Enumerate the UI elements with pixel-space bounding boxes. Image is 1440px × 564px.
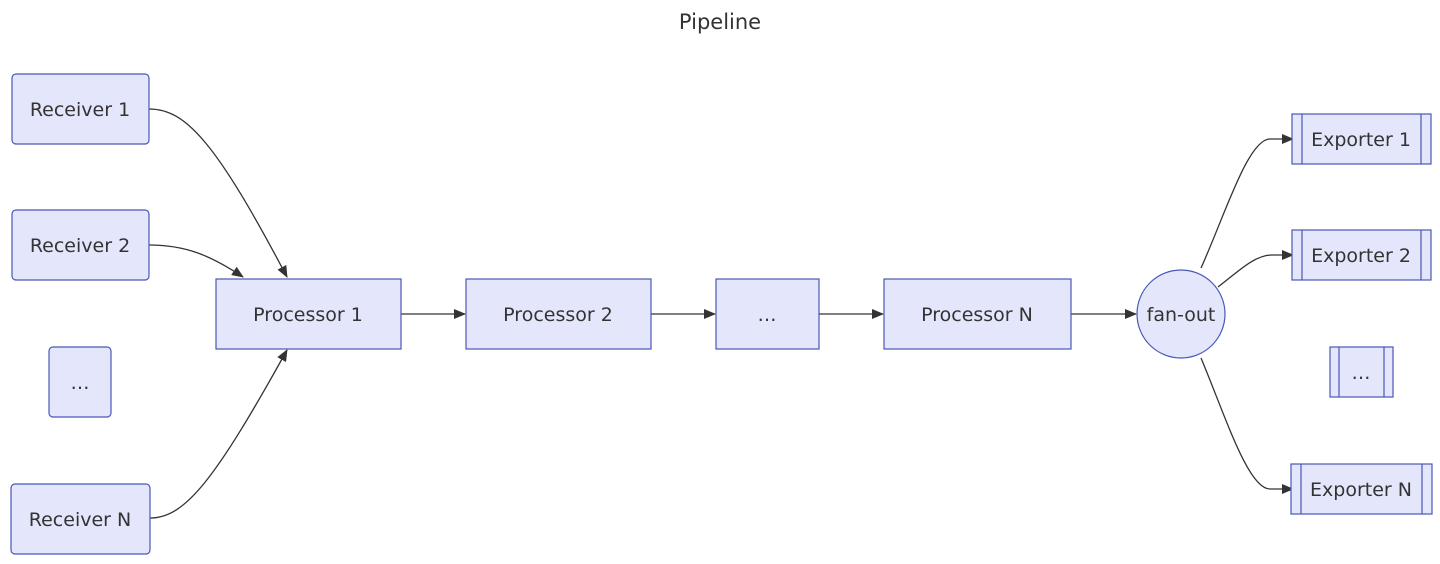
processor-node-1: Processor 1 bbox=[215, 278, 402, 350]
exporter-label: Exporter 1 bbox=[1311, 129, 1411, 151]
receiver-node-n: Receiver N bbox=[10, 483, 151, 555]
fan-out-label: fan-out bbox=[1147, 304, 1216, 326]
edge-fan-out-to-exporter-1 bbox=[1200, 134, 1294, 269]
receiver-node-2: Receiver 2 bbox=[11, 209, 150, 281]
edge-receiver-1-to-processor-1 bbox=[148, 108, 288, 278]
receiver-label: Receiver 1 bbox=[30, 99, 130, 121]
edge-receiver-n-to-processor-1 bbox=[149, 349, 288, 519]
exporter-node-1: Exporter 1 bbox=[1291, 113, 1432, 165]
processor-node-n: Processor N bbox=[883, 278, 1072, 350]
exporter-node-n: Exporter N bbox=[1290, 463, 1433, 515]
processor-node-2: Processor 2 bbox=[465, 278, 652, 350]
exporter-node-2: Exporter 2 bbox=[1291, 229, 1432, 281]
edge-fan-out-to-exporter-2 bbox=[1217, 250, 1294, 288]
edges bbox=[148, 108, 1294, 519]
processor-node-ellipsis: … bbox=[715, 278, 820, 350]
receiver-label: … bbox=[71, 372, 90, 394]
fan-out-node: fan-out bbox=[1136, 269, 1226, 359]
exporter-label: … bbox=[1352, 362, 1371, 384]
edge-fan-out-to-exporter-n bbox=[1200, 357, 1294, 494]
receiver-node-1: Receiver 1 bbox=[11, 73, 150, 145]
processor-label: Processor 2 bbox=[503, 304, 613, 326]
processor-label: Processor 1 bbox=[253, 304, 363, 326]
edge-receiver-2-to-processor-1 bbox=[148, 244, 244, 278]
exporter-label: Exporter 2 bbox=[1311, 245, 1411, 267]
processor-label: … bbox=[758, 304, 777, 326]
receiver-node-ellipsis: … bbox=[48, 346, 112, 418]
receiver-label: Receiver N bbox=[29, 509, 131, 531]
processor-label: Processor N bbox=[921, 304, 1033, 326]
exporter-node-ellipsis: … bbox=[1329, 346, 1394, 398]
exporter-label: Exporter N bbox=[1310, 479, 1412, 501]
diagram-title: Pipeline bbox=[679, 10, 761, 34]
receiver-label: Receiver 2 bbox=[30, 235, 130, 257]
